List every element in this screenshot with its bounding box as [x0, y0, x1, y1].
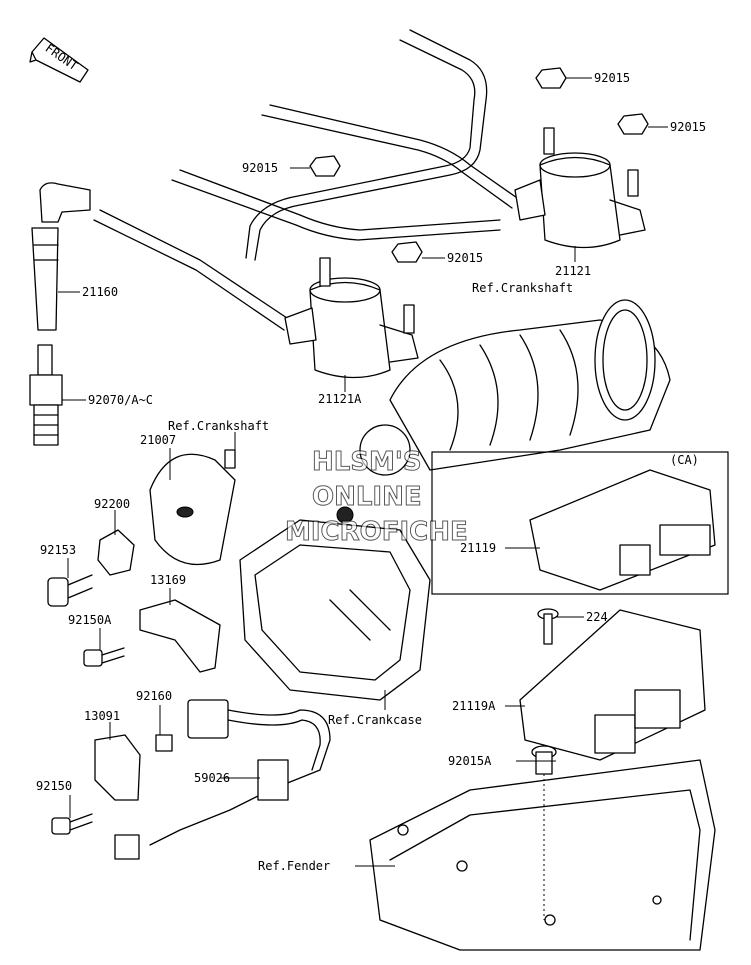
pickup-coil-harness — [114, 699, 331, 860]
damper-92015a — [531, 745, 557, 775]
crankcase — [239, 519, 431, 701]
label-92070: 92070/A~C — [88, 393, 153, 407]
watermark-line-3: MICROFICHE — [285, 517, 468, 547]
watermark-line-2: ONLINE — [312, 482, 422, 512]
callout-labels: 92015 92015 92015 92015 21160 92070/A~C … — [36, 71, 706, 873]
label-224: 224 — [586, 610, 608, 624]
label-ref-crankshaft-2: Ref.Crankshaft — [168, 419, 269, 433]
ca-variant-box — [431, 451, 729, 595]
screw-224 — [537, 608, 559, 645]
label-59026: 59026 — [194, 771, 230, 785]
label-92153: 92153 — [40, 543, 76, 557]
label-21121a: 21121A — [318, 392, 362, 406]
label-21007: 21007 — [140, 433, 176, 447]
label-21119: 21119 — [460, 541, 496, 555]
spark-plug-cap — [31, 182, 91, 331]
label-ref-fender: Ref.Fender — [258, 859, 330, 873]
label-92015a: 92015A — [448, 754, 492, 768]
nut-92015-set — [309, 67, 649, 263]
ignition-coil-right — [514, 127, 646, 249]
spark-plug — [29, 344, 63, 446]
nut-92200 — [97, 529, 135, 576]
label-92200: 92200 — [94, 497, 130, 511]
bolt-92150a — [83, 647, 125, 667]
label-92150: 92150 — [36, 779, 72, 793]
bracket-13169 — [139, 599, 221, 673]
label-92015-d: 92015 — [447, 251, 483, 265]
ignition-cable-harness — [93, 29, 521, 331]
bolt-92153 — [47, 574, 93, 607]
label-ref-crankshaft-1: Ref.Crankshaft — [472, 281, 573, 295]
crankshaft — [336, 299, 671, 524]
ecu-unit-21119a — [519, 609, 706, 761]
ecu-unit-ca — [529, 469, 716, 591]
label-92160: 92160 — [136, 689, 172, 703]
label-13091: 13091 — [84, 709, 120, 723]
rear-fender — [369, 759, 716, 951]
label-92015-a: 92015 — [594, 71, 630, 85]
label-21160: 21160 — [82, 285, 118, 299]
label-21121: 21121 — [555, 264, 591, 278]
bracket-13091 — [94, 734, 141, 801]
label-92015-c: 92015 — [242, 161, 278, 175]
label-ref-crankcase: Ref.Crankcase — [328, 713, 422, 727]
label-92150a: 92150A — [68, 613, 112, 627]
label-ca-box: (CA) — [670, 453, 699, 467]
watermark: HLSM'S ONLINE MICROFICHE — [285, 447, 469, 548]
ignition-coil-left — [284, 257, 419, 379]
bolt-92150 — [51, 813, 93, 835]
front-arrow-icon: FRONT — [29, 37, 89, 83]
leader-lines — [58, 77, 668, 920]
watermark-line-1: HLSM'S — [312, 447, 422, 477]
label-13169: 13169 — [150, 573, 186, 587]
pickup-rotor-plate — [149, 449, 236, 566]
label-21119a: 21119A — [452, 699, 496, 713]
label-92015-b: 92015 — [670, 120, 706, 134]
